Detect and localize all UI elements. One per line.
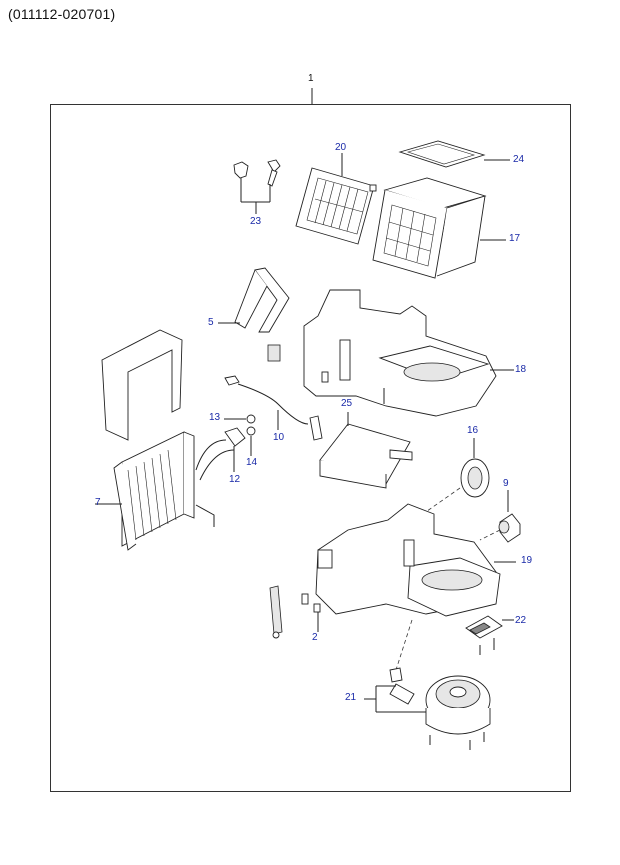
part-17-housing bbox=[372, 177, 506, 279]
part-18-upper-case bbox=[303, 289, 514, 417]
callout-25: 25 bbox=[341, 398, 353, 409]
callout-13: 13 bbox=[209, 412, 221, 423]
callout-23: 23 bbox=[250, 216, 262, 227]
callout-16: 16 bbox=[467, 425, 479, 436]
callout-9: 9 bbox=[503, 478, 509, 489]
callout-1: 1 bbox=[308, 73, 314, 84]
part-7-evaporator bbox=[95, 329, 235, 551]
part-9-cylinder bbox=[479, 490, 521, 543]
part-19-lower-case bbox=[315, 503, 516, 617]
callout-17: 17 bbox=[509, 233, 521, 244]
part-10-sensor bbox=[224, 344, 323, 441]
callout-24: 24 bbox=[513, 154, 525, 165]
callout-20: 20 bbox=[335, 142, 347, 153]
callout-18: 18 bbox=[515, 364, 527, 375]
part-23-clips bbox=[233, 159, 281, 214]
callout-10: 10 bbox=[273, 432, 285, 443]
callout-19: 19 bbox=[521, 555, 533, 566]
part-12-13-14-fittings bbox=[224, 414, 256, 472]
callout-22: 22 bbox=[515, 615, 527, 626]
callout-5: 5 bbox=[208, 317, 214, 328]
part-21-blower bbox=[364, 619, 491, 750]
callout-12: 12 bbox=[229, 474, 241, 485]
part-24-gasket bbox=[398, 140, 510, 168]
diagram-code: (011112-020701) bbox=[8, 6, 116, 22]
callout-21: 21 bbox=[345, 692, 357, 703]
assembly-frame bbox=[50, 104, 571, 792]
callout-14: 14 bbox=[246, 457, 258, 468]
part-25-drain-pan bbox=[319, 412, 413, 489]
part-16-ring bbox=[419, 438, 490, 517]
part-22-resistor bbox=[465, 615, 514, 655]
callout-7: 7 bbox=[95, 497, 101, 508]
callout-2: 2 bbox=[312, 632, 318, 643]
part-20-filter bbox=[295, 153, 377, 245]
part-5-seal bbox=[218, 267, 290, 333]
part-2-clips bbox=[269, 585, 321, 639]
